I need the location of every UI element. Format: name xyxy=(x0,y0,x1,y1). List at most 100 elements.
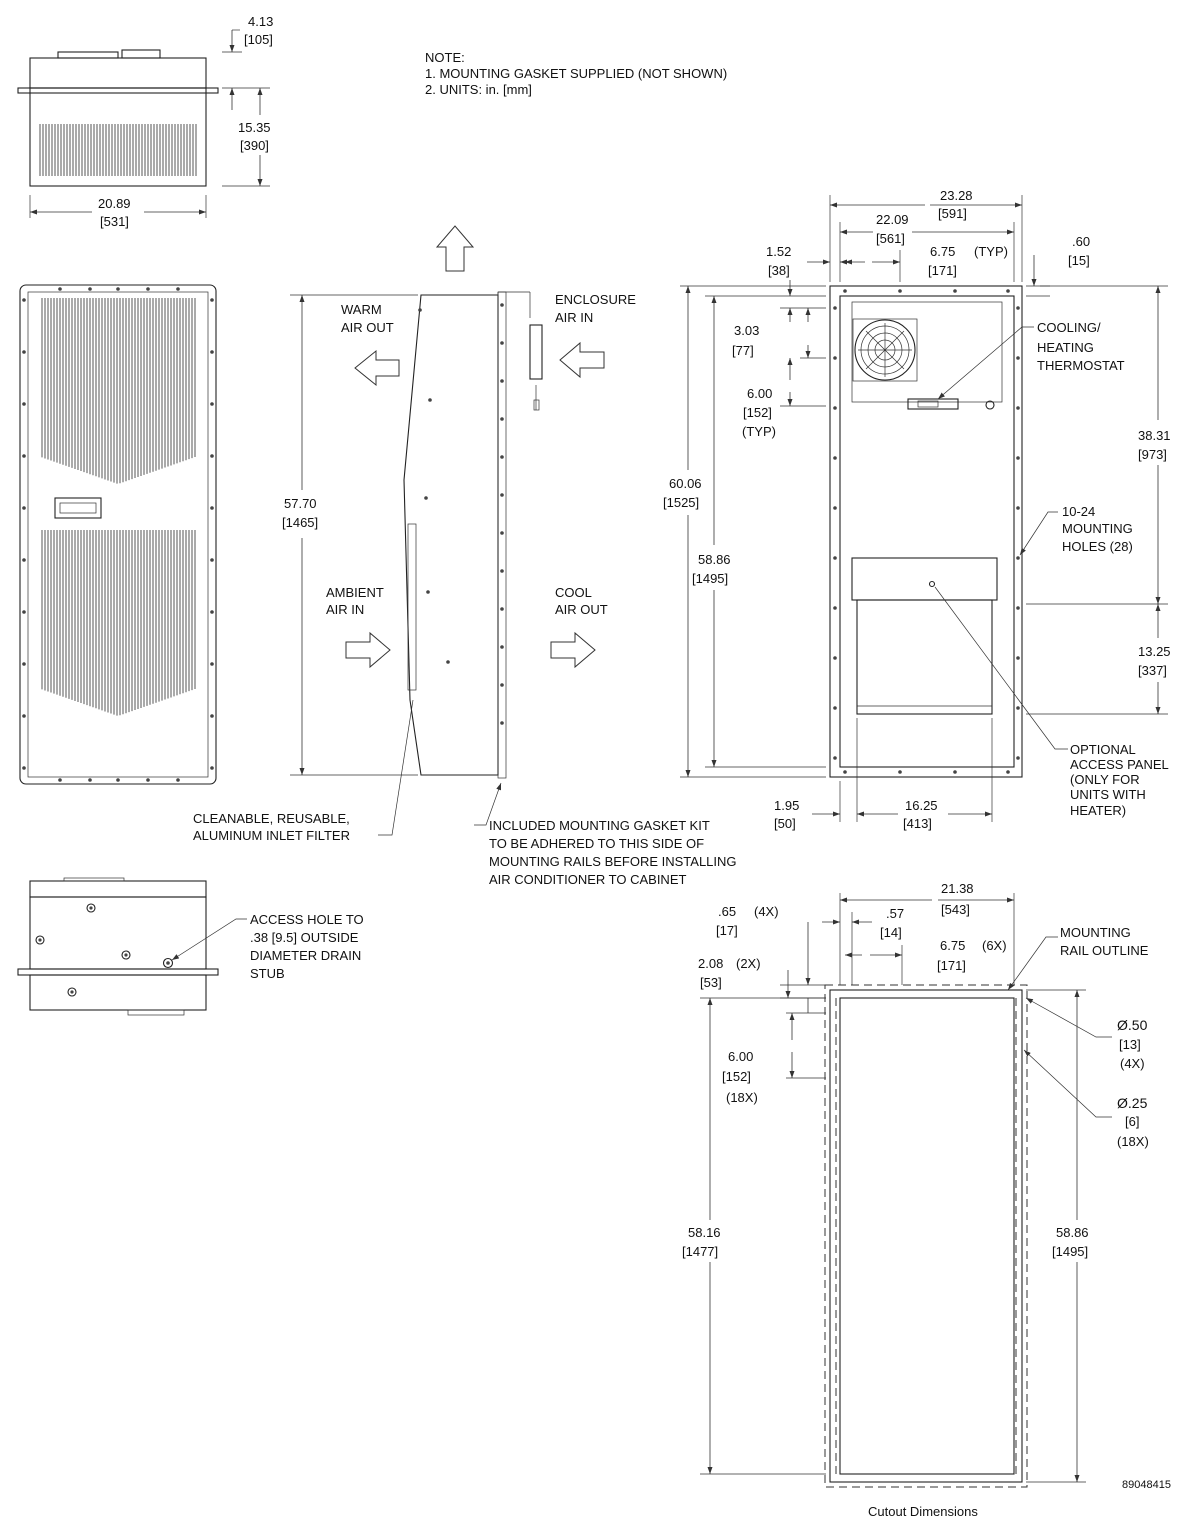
mounting-rail-outline xyxy=(824,984,1028,1488)
mounting-hole xyxy=(424,496,428,500)
cutout-dim-53: [53] xyxy=(700,975,722,990)
rear-dim-561: [561] xyxy=(876,231,905,246)
mounting-hole xyxy=(500,721,504,725)
rear-mounting-holes xyxy=(833,289,1020,774)
rear-view-inner xyxy=(839,295,1015,768)
side-rail xyxy=(497,291,507,779)
cool-air-arrow xyxy=(550,631,596,669)
mounting-hole xyxy=(1016,456,1020,460)
hole25-leader xyxy=(1023,1049,1112,1118)
mounting-hole xyxy=(426,590,430,594)
hole50-leader xyxy=(1025,997,1112,1038)
enclosure-air-label-2: AIR IN xyxy=(555,310,593,325)
mounting-hole xyxy=(500,417,504,421)
mounting-hole xyxy=(22,610,26,614)
ambient-air-label-1: AMBIENT xyxy=(326,585,384,600)
rear-dim-16-25: 16.25 xyxy=(905,798,938,813)
mounting-hole xyxy=(833,706,837,710)
front-upper-grille xyxy=(41,298,196,484)
mounting-hole xyxy=(833,406,837,410)
mounting-hole xyxy=(22,558,26,562)
panel-label-4: UNITS WITH xyxy=(1070,787,1146,802)
rear-dim-152: [152] xyxy=(743,405,772,420)
thermostat-leader xyxy=(937,326,1034,400)
hole-025-qty: (18X) xyxy=(1117,1134,1149,1149)
top-view: 4.13 [105] 15.35 [390] 20.89 [531] xyxy=(17,14,273,229)
thermostat-label-3: THERMOSTAT xyxy=(1037,358,1125,373)
mounting-hole xyxy=(210,766,214,770)
cutout-dim-6-00: 6.00 xyxy=(728,1049,753,1064)
rear-dim-23-28: 23.28 xyxy=(940,188,973,203)
rear-dim-60-06: 60.06 xyxy=(669,476,702,491)
mounting-hole xyxy=(833,606,837,610)
mounting-hole xyxy=(500,379,504,383)
cutout-dim-2-08-qty: (2X) xyxy=(736,956,761,971)
mounting-hole xyxy=(22,714,26,718)
rear-dim-1-95: 1.95 xyxy=(774,798,799,813)
cutout-dim-2-08: 2.08 xyxy=(698,956,723,971)
top-view-grille xyxy=(39,124,197,176)
mounting-hole xyxy=(446,660,450,664)
mounting-hole xyxy=(418,308,422,312)
rear-dim-1525: [1525] xyxy=(663,495,699,510)
mounting-hole xyxy=(116,287,120,291)
panel-label-5: HEATER) xyxy=(1070,803,1126,818)
front-handle xyxy=(54,497,102,519)
mounting-hole xyxy=(500,645,504,649)
top-view-lid-left xyxy=(57,51,119,59)
enclosure-air-arrow xyxy=(559,341,605,379)
top-dim-20-89: 20.89 xyxy=(98,196,131,211)
mounting-hole xyxy=(1016,306,1020,310)
rear-dim-0-60: .60 xyxy=(1072,234,1090,249)
front-lower-grille xyxy=(41,530,196,716)
rear-dim-38-31: 38.31 xyxy=(1138,428,1171,443)
rear-dim-15: [15] xyxy=(1068,253,1090,268)
mounting-hole xyxy=(88,287,92,291)
mounting-hole xyxy=(833,656,837,660)
front-view-outline xyxy=(19,284,217,785)
mounting-hole xyxy=(22,350,26,354)
access-panel xyxy=(856,599,993,715)
panel-label-1: OPTIONAL xyxy=(1070,742,1136,757)
hole-050-qty: (4X) xyxy=(1120,1056,1145,1071)
filter-label-2: ALUMINUM INLET FILTER xyxy=(193,828,350,843)
mounting-hole xyxy=(210,662,214,666)
cutout-dim-1477: [1477] xyxy=(682,1244,718,1259)
gasket-label-1: INCLUDED MOUNTING GASKET KIT xyxy=(489,818,710,833)
top-view-flange xyxy=(17,87,219,94)
rear-fan-icon xyxy=(852,318,918,382)
front-view-inner xyxy=(27,291,209,778)
cutout-dim-58-86: 58.86 xyxy=(1056,1225,1089,1240)
mounting-hole xyxy=(210,298,214,302)
bottom-view-lower xyxy=(29,974,207,1011)
rear-thermostat-panel xyxy=(851,301,1003,403)
rear-dim-22-09: 22.09 xyxy=(876,212,909,227)
hole-025-label: Ø.25 xyxy=(1117,1095,1148,1111)
note-line-2: 2. UNITS: in. [mm] xyxy=(425,82,532,97)
side-dim-57-70: 57.70 xyxy=(284,496,317,511)
cutout-view: 21.38 [543] .65 (4X) [17] .57 [14] 6.75 … xyxy=(682,881,1171,1519)
mounting-hole xyxy=(500,341,504,345)
rear-dim-38: [38] xyxy=(768,263,790,278)
mounting-hole xyxy=(210,402,214,406)
front-view xyxy=(19,284,217,785)
filter-label-1: CLEANABLE, REUSABLE, xyxy=(193,811,350,826)
exhaust-arrow-up xyxy=(435,225,475,272)
mounting-hole xyxy=(1016,706,1020,710)
mounting-hole xyxy=(58,287,62,291)
mounting-hole xyxy=(176,287,180,291)
access-hole-label-4: STUB xyxy=(250,966,285,981)
side-filter xyxy=(407,523,417,691)
mounting-hole xyxy=(1006,770,1010,774)
filter-leader xyxy=(378,699,414,836)
ambient-air-label-2: AIR IN xyxy=(326,602,364,617)
mounting-hole xyxy=(116,778,120,782)
rear-dim-337: [337] xyxy=(1138,663,1167,678)
panel-label-3: (ONLY FOR xyxy=(1070,772,1140,787)
bottom-view-top xyxy=(29,880,207,898)
access-hole-label-2: .38 [9.5] OUTSIDE xyxy=(250,930,359,945)
cutout-dim-0-65: .65 xyxy=(718,904,736,919)
access-panel-top xyxy=(851,557,998,601)
mounting-hole xyxy=(1016,556,1020,560)
rear-dim-50: [50] xyxy=(774,816,796,831)
